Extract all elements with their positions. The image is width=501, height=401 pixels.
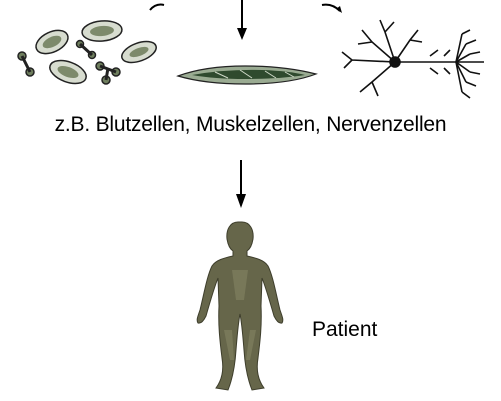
nerve-cells-icon xyxy=(342,20,484,98)
top-arrows xyxy=(150,0,342,40)
muscle-cells-icon xyxy=(178,66,316,84)
blood-cells-icon xyxy=(18,19,159,88)
cell-types-caption: z.B. Blutzellen, Muskelzellen, Nervenzel… xyxy=(0,113,501,137)
patient-label: Patient xyxy=(312,318,377,342)
down-arrow xyxy=(236,160,246,208)
human-figure-icon xyxy=(197,222,283,390)
